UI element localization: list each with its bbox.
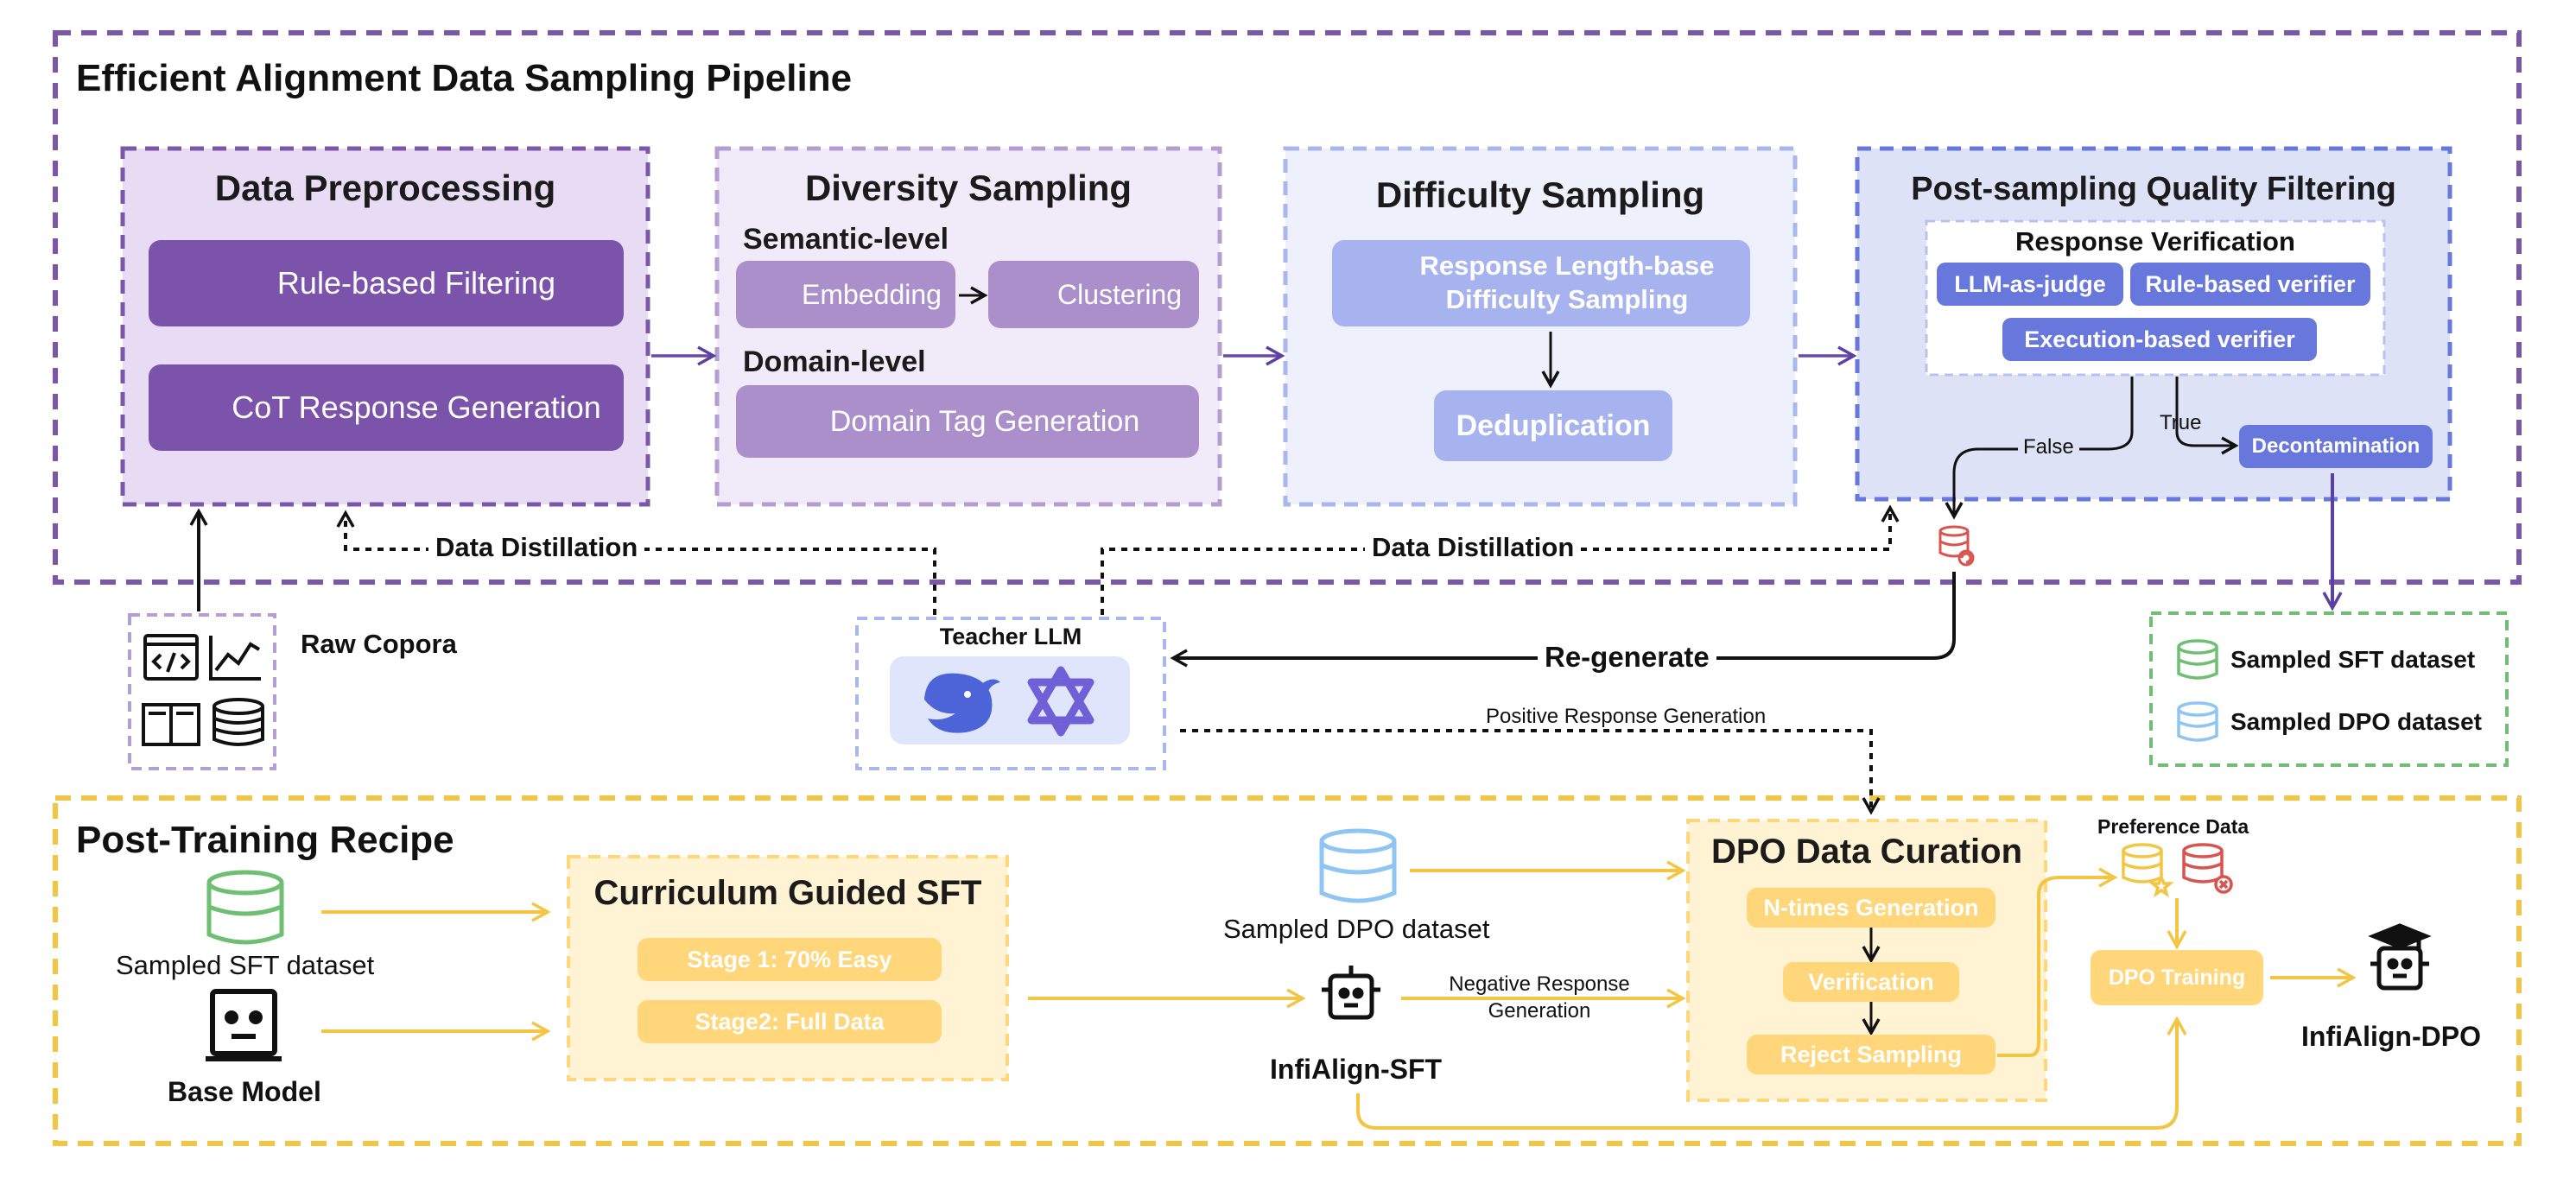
sampled-dpo-label: Sampled DPO dataset <box>1223 914 1490 944</box>
quality-title: Post-sampling Quality Filtering <box>1911 171 2396 207</box>
preference-star-db-icon <box>2122 843 2174 898</box>
true-label: True <box>2160 411 2202 434</box>
length-difficulty-line2: Difficulty Sampling <box>1445 284 1689 314</box>
preprocessing-title: Data Preprocessing <box>214 168 556 208</box>
domain-level-label: Domain-level <box>743 345 926 378</box>
dpo-model-label: InfiAlign-DPO <box>2301 1021 2481 1052</box>
rule-verifier-step: Rule-based verifier <box>2130 263 2370 306</box>
recipe-section-box <box>53 795 2522 1146</box>
verification-title: Response Verification <box>2015 226 2295 256</box>
distill-left-line <box>336 510 936 615</box>
reject-to-preference-line <box>1997 867 2118 1057</box>
llm-judge-step: LLM-as-judge <box>1937 263 2123 306</box>
legend-box <box>2149 611 2509 767</box>
clustering-step: Clustering <box>988 261 1199 328</box>
database-refresh-icon <box>1938 525 1975 567</box>
preprocessing-panel: Data Preprocessing <box>123 149 648 504</box>
verification-step: Verification <box>1783 962 1959 1002</box>
sft-model-label: InfiAlign-SFT <box>1270 1054 1443 1085</box>
pipeline-title: Efficient Alignment Data Sampling Pipeli… <box>76 57 853 99</box>
sampled-sft-label: Sampled SFT dataset <box>116 950 375 980</box>
difficulty-title: Difficulty Sampling <box>1375 174 1705 215</box>
preference-reject-db-icon <box>2182 843 2233 894</box>
dpo-curation-title: DPO Data Curation <box>1710 833 2023 871</box>
curriculum-panel: Curriculum Guided SFT <box>568 857 1007 1080</box>
dpo-training-step: DPO Training <box>2091 950 2263 1005</box>
decontamination-step: Decontamination <box>2239 425 2433 468</box>
deduplication-step: Deduplication <box>1434 390 1672 461</box>
reject-sampling-step: Reject Sampling <box>1747 1035 1995 1074</box>
embedding-step: Embedding <box>736 261 955 328</box>
pipeline-section-box <box>53 30 2522 585</box>
execution-verifier-step: Execution-based verifier <box>2002 318 2317 361</box>
length-difficulty-step: Response Length-base Difficulty Sampling <box>1332 240 1750 326</box>
code-window-icon <box>143 634 199 681</box>
sft-model-to-training-line <box>1356 1016 2187 1130</box>
base-model-robot-icon <box>206 989 282 1061</box>
rule-filter-step: Rule-based Filtering <box>149 240 624 326</box>
dpo-curation-panel: DPO Data Curation <box>1688 820 2046 1100</box>
stage1-step: Stage 1: 70% Easy <box>638 938 942 981</box>
ntimes-step: N-times Generation <box>1747 888 1995 928</box>
difficulty-panel: Difficulty Sampling <box>1285 149 1795 504</box>
sft-model-robot-icon <box>1322 966 1380 1020</box>
quality-panel: Post-sampling Quality Filtering <box>1857 149 2450 499</box>
legend-dpo-label: Sampled DPO dataset <box>2230 708 2482 735</box>
diversity-panel: Diversity Sampling <box>717 149 1220 504</box>
recipe-title: Post-Training Recipe <box>76 819 454 861</box>
positive-generation-label: Positive Response Generation <box>1481 705 1772 729</box>
dpo-dataset-icon <box>1319 828 1397 903</box>
sft-database-icon <box>2177 639 2218 680</box>
diversity-title: Diversity Sampling <box>804 168 1133 208</box>
stage2-step: Stage2: Full Data <box>638 1000 942 1043</box>
domain-tag-step: Domain Tag Generation <box>736 385 1199 458</box>
negative-line2: Generation <box>1488 999 1591 1023</box>
legend-sft-label: Sampled SFT dataset <box>2230 646 2476 673</box>
distillation-left-label: Data Distillation <box>428 532 645 563</box>
teacher-llm-label: Teacher LLM <box>939 624 1082 649</box>
line-chart-icon <box>209 636 261 681</box>
open-book-icon <box>142 703 200 746</box>
cot-generation-step: CoT Response Generation <box>149 364 624 451</box>
false-label: False <box>2018 435 2079 459</box>
dpo-model-robot-icon <box>2368 923 2432 991</box>
curriculum-title: Curriculum Guided SFT <box>593 874 982 912</box>
raw-corpora-box <box>128 613 276 770</box>
preference-data-label: Preference Data <box>2097 815 2249 838</box>
distillation-right-label: Data Distillation <box>1365 532 1582 563</box>
negative-generation-label: Negative Response Generation <box>1427 971 1652 1024</box>
deepseek-whale-icon <box>924 673 1000 733</box>
semantic-level-label: Semantic-level <box>743 223 949 256</box>
regenerate-line <box>1170 572 1956 668</box>
base-model-label: Base Model <box>168 1076 321 1107</box>
regenerate-label: Re-generate <box>1538 641 1716 674</box>
true-branch-line <box>2175 377 2239 455</box>
qwen-star-icon <box>1027 666 1094 737</box>
positive-gen-line <box>1180 729 1881 815</box>
negative-line1: Negative Response <box>1449 972 1630 996</box>
teacher-llm-box <box>855 617 1166 770</box>
sft-dataset-icon <box>206 870 284 945</box>
dpo-database-icon <box>2177 701 2218 742</box>
raw-corpora-label: Raw Copora <box>301 629 457 659</box>
length-difficulty-line1: Response Length-base <box>1419 250 1715 282</box>
database-icon <box>213 698 264 746</box>
